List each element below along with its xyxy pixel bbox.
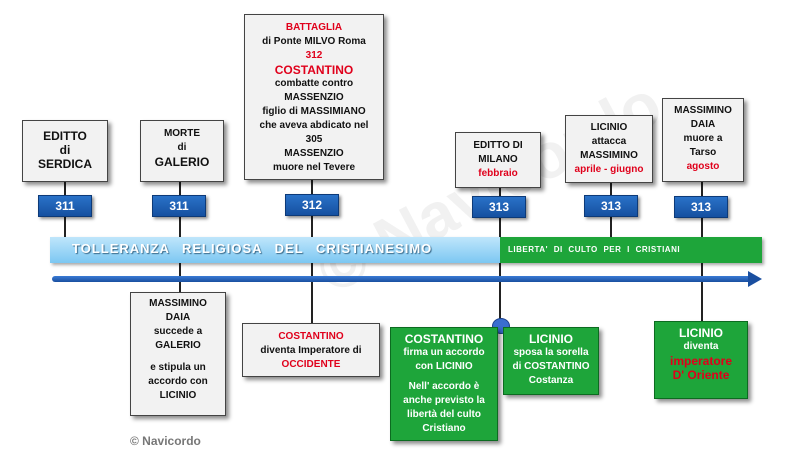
event-line: D' Oriente bbox=[672, 368, 730, 382]
event-line: combatte contro bbox=[274, 78, 354, 89]
liberta-label: LIBERTA' DI CULTO PER I CRISTIANI bbox=[508, 245, 681, 254]
event-line: di Ponte MILVO Roma bbox=[262, 36, 366, 47]
event-line: MASSENZIO bbox=[284, 148, 344, 159]
event-line: di bbox=[59, 143, 71, 157]
year-badge: 311 bbox=[38, 195, 92, 217]
event-line: 305 bbox=[305, 134, 323, 145]
event-line: sposa la sorella bbox=[513, 347, 589, 358]
event-line: MILANO bbox=[478, 154, 518, 165]
event-line: MASSIMINO bbox=[580, 150, 638, 161]
tolleranza-label: TOLLERANZA RELIGIOSA DEL CRISTIANESIMO bbox=[72, 241, 433, 256]
event-line: MASSIMINO bbox=[674, 105, 732, 116]
event-line: di COSTANTINO bbox=[512, 361, 590, 372]
year-badge: 313 bbox=[584, 195, 638, 217]
event-line: LICINIO bbox=[679, 326, 723, 340]
event-battaglia-ponte-milvio: BATTAGLIA di Ponte MILVO Roma 312 COSTAN… bbox=[244, 14, 384, 180]
event-line: aprile - giugno bbox=[574, 164, 644, 175]
event-licinio-sposa: LICINIO sposa la sorella di COSTANTINO C… bbox=[503, 327, 599, 395]
event-line: che aveva abdicato nel bbox=[259, 120, 369, 131]
event-line: GALERIO bbox=[155, 340, 201, 351]
event-line: imperatore bbox=[669, 354, 733, 368]
event-line: di bbox=[177, 142, 187, 153]
event-line bbox=[131, 353, 225, 361]
arrowhead-icon bbox=[748, 271, 762, 287]
event-line: LICINIO bbox=[159, 390, 197, 401]
event-line: muore nel Tevere bbox=[272, 162, 356, 173]
event-line: figlio di MASSIMIANO bbox=[262, 106, 366, 117]
event-line: con LICINIO bbox=[415, 361, 473, 372]
event-line: LICINIO bbox=[529, 332, 573, 346]
event-massimino-succede: MASSIMINO DAIA succede a GALERIO e stipu… bbox=[130, 292, 226, 416]
event-line: COSTANTINO bbox=[278, 331, 344, 342]
event-line: attacca bbox=[591, 136, 627, 147]
year-badge: 313 bbox=[472, 196, 526, 218]
event-line: Costanza bbox=[528, 375, 574, 386]
event-line: LICINIO bbox=[590, 122, 628, 133]
event-line: GALERIO bbox=[154, 155, 210, 169]
event-line: muore a bbox=[683, 133, 723, 144]
event-line: Tarso bbox=[689, 147, 717, 158]
year-badge: 311 bbox=[152, 195, 206, 217]
event-line: succede a bbox=[153, 326, 203, 337]
event-line: Nell' accordo è bbox=[408, 381, 480, 392]
event-massimino-muore: MASSIMINO DAIA muore a Tarso agosto bbox=[662, 98, 744, 182]
event-line: febbraio bbox=[478, 168, 518, 179]
event-line: DAIA bbox=[165, 312, 191, 323]
event-line: COSTANTINO bbox=[404, 332, 484, 346]
event-line: EDITTO DI bbox=[473, 140, 523, 151]
event-line: diventa Imperatore di bbox=[260, 345, 362, 356]
timeline-arrow bbox=[52, 276, 752, 282]
event-line: 312 bbox=[305, 50, 323, 61]
event-line: diventa bbox=[683, 341, 719, 352]
copyright-text: © Navicordo bbox=[130, 434, 201, 448]
year-badge: 313 bbox=[674, 196, 728, 218]
liberta-band bbox=[500, 237, 762, 263]
tolleranza-band bbox=[50, 237, 500, 263]
event-line: accordo con bbox=[148, 376, 208, 387]
event-line: anche previsto la bbox=[403, 395, 485, 406]
event-line: SERDICA bbox=[37, 157, 92, 171]
event-line: MASSENZIO bbox=[284, 92, 344, 103]
event-line: EDITTO bbox=[43, 129, 87, 143]
event-line: e stipula un bbox=[150, 362, 206, 373]
event-line: MORTE bbox=[163, 128, 201, 139]
event-line: Cristiano bbox=[422, 423, 466, 434]
event-line: libertà del culto bbox=[407, 409, 481, 420]
year-badge: 312 bbox=[285, 194, 339, 216]
event-line: OCCIDENTE bbox=[281, 359, 341, 370]
event-line: agosto bbox=[686, 161, 720, 172]
event-line: COSTANTINO bbox=[274, 63, 354, 77]
event-editto-serdica: EDITTO di SERDICA bbox=[22, 120, 108, 182]
event-line: DAIA bbox=[690, 119, 716, 130]
event-accordo-costantino-licinio: COSTANTINO firma un accordo con LICINIO … bbox=[390, 327, 498, 441]
event-editto-milano: EDITTO DI MILANO febbraio bbox=[455, 132, 541, 188]
event-morte-galerio: MORTE di GALERIO bbox=[140, 120, 224, 182]
event-costantino-occidente: COSTANTINO diventa Imperatore di OCCIDEN… bbox=[242, 323, 380, 377]
connector-line bbox=[311, 263, 313, 325]
event-licinio-attacca: LICINIO attacca MASSIMINO aprile - giugn… bbox=[565, 115, 653, 183]
event-licinio-oriente: LICINIO diventa imperatore D' Oriente bbox=[654, 321, 748, 399]
timeline-band: TOLLERANZA RELIGIOSA DEL CRISTIANESIMO L… bbox=[50, 237, 762, 263]
event-line: MASSIMINO bbox=[149, 298, 207, 309]
event-line: BATTAGLIA bbox=[285, 22, 343, 33]
event-line: firma un accordo bbox=[403, 347, 485, 358]
